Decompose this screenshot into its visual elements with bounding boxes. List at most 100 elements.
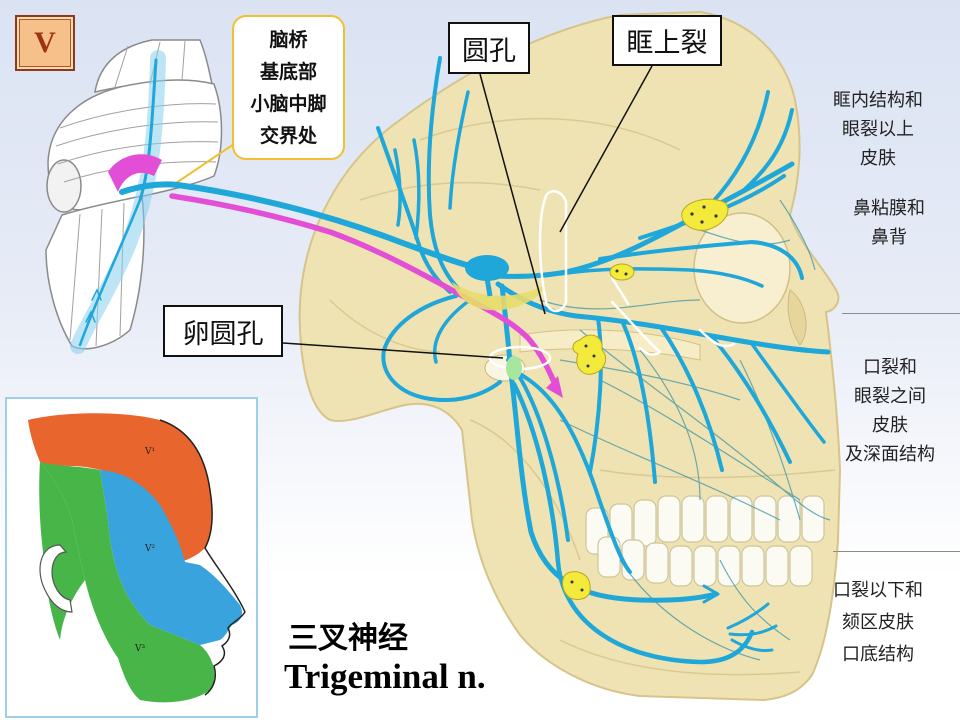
temporal-branch: [412, 138, 421, 240]
section-divider: [833, 551, 960, 552]
slide-title-english: Trigeminal n.: [284, 657, 486, 696]
ophthalmic-distribution-text: 眶内结构和 眼裂以上 皮肤: [830, 86, 926, 173]
face-dermatome-map: [28, 413, 246, 703]
tooth: [801, 495, 825, 543]
maxillary-nerve: [495, 281, 831, 355]
pons-cut-surface: [46, 159, 82, 213]
face-map-label-v3: V³: [135, 644, 146, 654]
section-badge: V: [15, 15, 75, 71]
auriculotemporal-branch: [433, 298, 472, 364]
distribution-line: 鼻粘膜和: [853, 198, 925, 219]
tooth: [645, 542, 669, 584]
tooth: [753, 495, 777, 543]
temporal-branch: [448, 90, 470, 210]
tooth: [705, 495, 729, 543]
tooth: [741, 545, 765, 587]
callout-pointer: [175, 139, 241, 184]
lacrimal-branch: [558, 267, 764, 288]
tooth: [621, 539, 645, 581]
face-profile-outline: [159, 419, 246, 696]
tooth: [729, 495, 753, 543]
callout-line: 脑桥: [269, 28, 308, 51]
distribution-line: 及深面结构: [845, 444, 935, 465]
infraorbital-branch: [750, 342, 826, 444]
foramen-rotundum-leader: [479, 73, 546, 315]
distribution-line: 口裂以下和: [833, 580, 923, 601]
face-region-v2: [100, 470, 243, 645]
autonomic-ganglia: [562, 198, 729, 600]
face-region-v3: [40, 462, 215, 703]
callout-line: 基底部: [259, 60, 317, 83]
distribution-line: 颏区皮肤: [842, 612, 914, 633]
trigeminal-ganglion: [465, 255, 509, 281]
buccal-nerve: [514, 370, 632, 574]
tooth: [777, 495, 801, 543]
callout-line: 交界处: [259, 124, 317, 147]
pons-callout: 脑桥 基底部 小脑中脚 交界处: [232, 15, 345, 160]
nasal-aperture: [787, 289, 807, 346]
tooth: [657, 495, 681, 543]
superior-orbital-fissure-outline: [538, 189, 568, 313]
mental-nerve: [728, 624, 778, 637]
leader-lines: [282, 65, 653, 359]
face-map-label-v2: V²: [145, 544, 156, 554]
medulla: [45, 195, 145, 350]
tooth: [693, 545, 717, 587]
foramen-ovale-label: 卵圆孔: [163, 305, 283, 357]
slide-title-chinese: 三叉神经: [288, 621, 408, 656]
nasal-distribution-text: 鼻粘膜和 鼻背: [840, 194, 938, 252]
tooth: [789, 545, 813, 587]
callout-line: 小脑中脚: [250, 92, 327, 115]
ciliary-ganglion: [681, 198, 729, 231]
ophthalmic-nerve: [493, 161, 795, 279]
upper-teeth: [585, 495, 825, 555]
motor-nucleus-crescent: [108, 154, 162, 192]
trigeminal-impression: [452, 282, 546, 311]
distribution-line: 眼裂以上: [842, 119, 914, 140]
pterygopalatine-ganglion: [609, 263, 635, 281]
brainstem-illustration: [45, 39, 223, 350]
auriculotemporal-loop: [381, 294, 502, 402]
alveolar-branch: [660, 327, 724, 472]
face-map-label-v1: V¹: [145, 447, 156, 457]
submandibular-ganglion: [562, 571, 591, 600]
mandibular-distribution-text: 口裂以下和 颏区皮肤 口底结构: [830, 575, 926, 671]
distribution-line: 眶内结构和: [833, 90, 923, 111]
temporal-branch: [426, 56, 460, 290]
temporal-branch: [393, 148, 402, 227]
sensory-root: [119, 181, 473, 269]
tooth: [669, 545, 693, 587]
distribution-line: 皮肤: [872, 415, 908, 436]
tooth: [717, 545, 741, 587]
supraorbital-branch: [740, 108, 794, 194]
arrow-head: [702, 584, 720, 604]
lingual-nerve: [511, 381, 755, 665]
distribution-line: 皮肤: [860, 148, 896, 169]
zygomatic-arch: [519, 329, 701, 361]
tooth: [765, 545, 789, 587]
skull-illustration: [298, 10, 842, 702]
ganglion-stalk: [484, 277, 493, 297]
infraorbital-branch: [710, 335, 792, 464]
trigeminal-nerve-branches: [119, 56, 831, 665]
distribution-line: 眼裂之间: [854, 386, 926, 407]
motor-root-arrow: [546, 376, 563, 398]
tooth: [633, 499, 657, 547]
otic-ganglion: [572, 334, 607, 375]
foramen-ovale-marker: [506, 356, 522, 380]
tooth: [681, 495, 705, 543]
distribution-line: 鼻背: [871, 227, 907, 248]
alveolar-branch: [620, 319, 657, 484]
motor-root: [169, 193, 563, 398]
mental-nerve: [730, 638, 774, 652]
nasociliary-branch: [598, 240, 804, 280]
distribution-line: 口裂和: [863, 357, 917, 378]
distribution-line: 口底结构: [842, 644, 914, 665]
foramen-ovale-leader: [282, 342, 504, 359]
superior-orbital-fissure-label: 眶上裂: [612, 15, 722, 66]
superior-orbital-fissure-leader: [559, 65, 653, 233]
section-divider: [842, 313, 960, 314]
maxillary-distribution-text: 口裂和 眼裂之间 皮肤 及深面结构: [842, 353, 938, 469]
ear: [39, 544, 73, 613]
